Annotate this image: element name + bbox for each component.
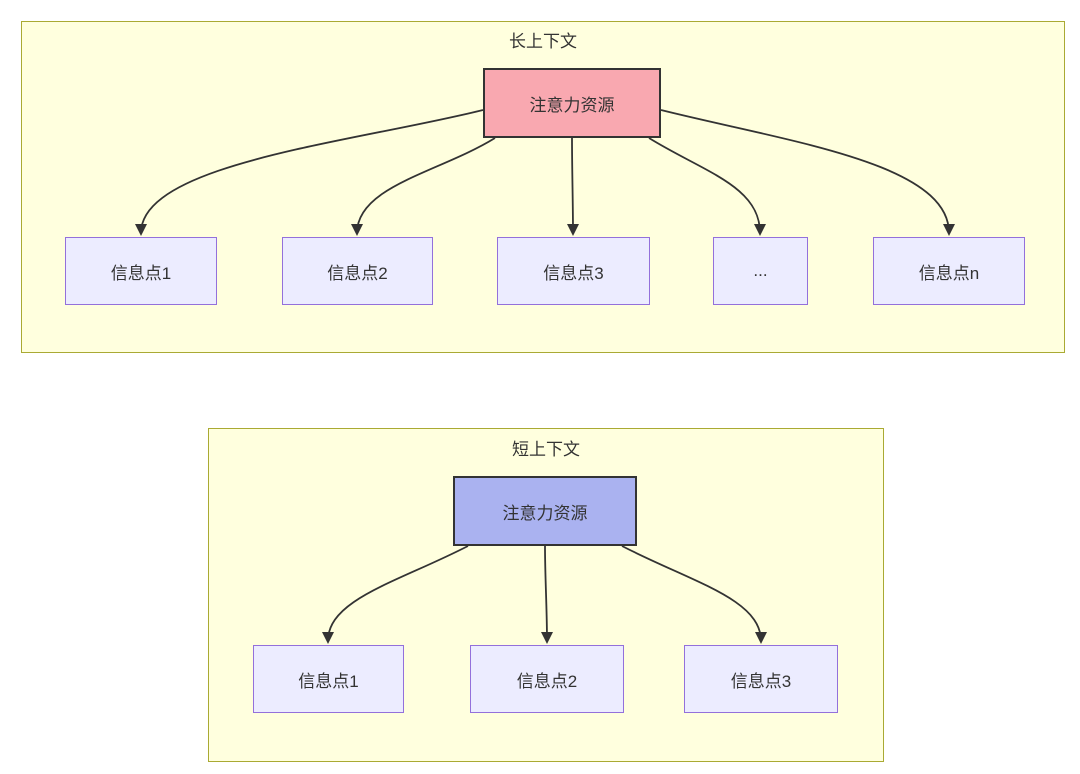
node-attention-short-label: 注意力资源 [502,503,588,523]
node-long-info-n-label: 信息点n [918,263,980,283]
section-title-long-context: 长上下文 [509,32,577,51]
node-attention-short: 注意力资源 [453,476,637,546]
node-long-info-ellipsis: ... [713,237,808,305]
node-short-info-1: 信息点1 [253,645,404,713]
node-short-info-3: 信息点3 [684,645,838,713]
node-long-info-3-label: 信息点3 [543,263,604,283]
node-long-info-1: 信息点1 [65,237,217,305]
node-short-info-1-label: 信息点1 [298,671,359,691]
node-attention-long-label: 注意力资源 [529,95,615,115]
node-attention-long: 注意力资源 [483,68,661,138]
node-long-info-ellipsis-label: ... [753,261,768,280]
section-title-short-context: 短上下文 [512,440,580,459]
node-long-info-1-label: 信息点1 [110,263,172,283]
node-long-info-2: 信息点2 [282,237,433,305]
node-short-info-2: 信息点2 [470,645,624,713]
node-long-info-2-label: 信息点2 [327,263,388,283]
node-short-info-3-label: 信息点3 [730,671,792,691]
node-long-info-n: 信息点n [873,237,1025,305]
node-long-info-3: 信息点3 [497,237,650,305]
node-short-info-2-label: 信息点2 [516,671,578,691]
